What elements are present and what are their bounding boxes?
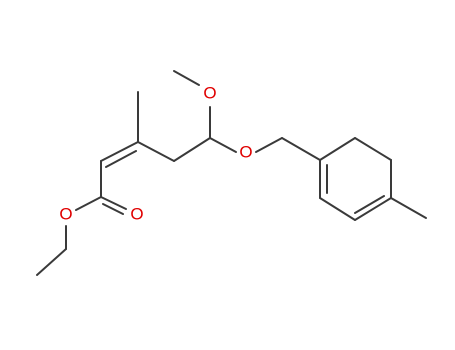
bond-ester-o-carbonyl-c xyxy=(75,196,102,211)
bond-methoxy-o-ch3 xyxy=(173,70,200,86)
bond-alkene-inner xyxy=(105,150,137,168)
bond-ether-o-ch2 xyxy=(255,137,283,153)
atom-labels: O O O O xyxy=(59,84,252,224)
bond-carbonyl-c-o-outer xyxy=(100,196,127,210)
bond-ch2-acetal-c xyxy=(173,137,211,162)
bond-carbonyl-c-o-inner xyxy=(102,203,124,215)
bond-ring-methyl xyxy=(390,197,427,219)
atom-o-carbonyl: O xyxy=(130,205,143,224)
bond-alkene-ch2 xyxy=(137,141,175,162)
atom-o-methoxy: O xyxy=(203,84,216,103)
bond-ring-c5-c6 xyxy=(319,197,356,221)
bond-acetal-c-o-ether xyxy=(209,137,237,153)
bond-alkene-outer xyxy=(100,141,139,162)
bond-ring-c4-c5-outer xyxy=(354,197,392,221)
atom-o-ether: O xyxy=(239,143,252,162)
carbon-skeleton xyxy=(36,70,427,276)
atom-o-ester: O xyxy=(59,205,72,224)
bond-ring-c4-c5-inner xyxy=(354,195,385,214)
bond-ethyl-ch3-ch2 xyxy=(36,248,67,276)
bond-ring-c1-c2 xyxy=(319,137,356,161)
bond-ch2-ring xyxy=(281,137,321,161)
bond-ring-c2-c3 xyxy=(354,137,392,161)
